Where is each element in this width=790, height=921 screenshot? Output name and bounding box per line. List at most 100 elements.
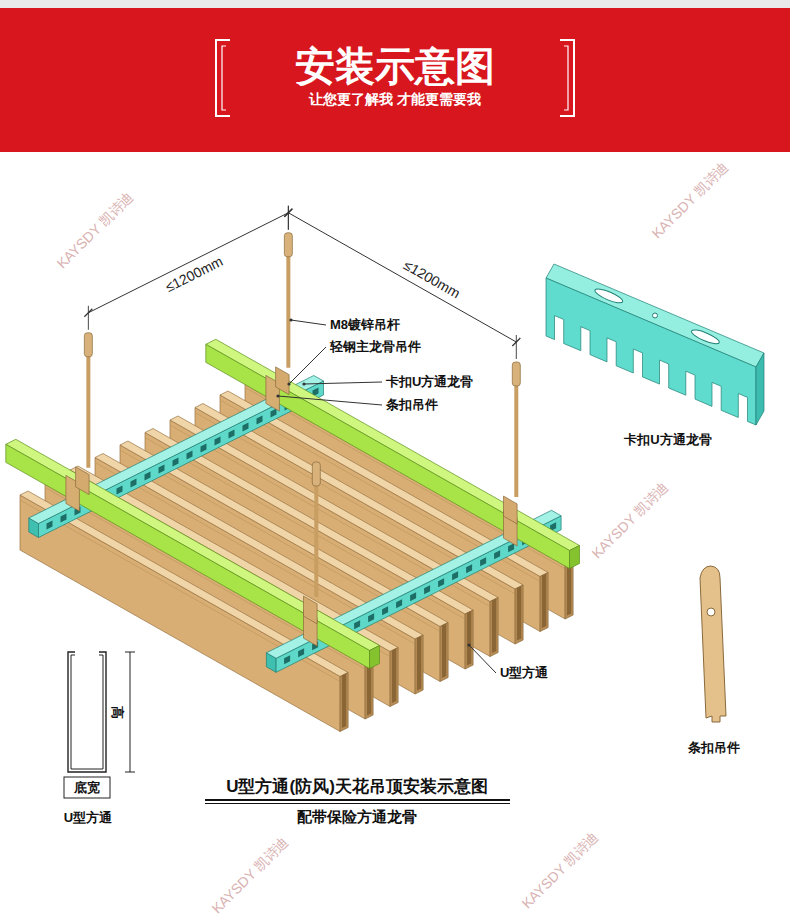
figure-caption: U型方通(防风)天花吊顶安装示意图 — [226, 777, 488, 797]
carrier-detail-face — [546, 278, 756, 425]
leader-dot — [287, 382, 290, 385]
carrier-slot — [201, 444, 207, 453]
main-keel-top — [206, 339, 580, 550]
dimension-tick — [284, 209, 292, 217]
dimension-tick — [84, 309, 92, 317]
u-channel-opening — [517, 586, 521, 641]
leader-dot — [276, 394, 279, 397]
carrier-slot — [396, 599, 402, 608]
extension-line — [88, 306, 89, 330]
u-profile-inner — [71, 655, 103, 769]
extension-line — [288, 206, 289, 230]
leader-dot — [289, 318, 292, 321]
carrier-slot — [508, 543, 514, 552]
u-channel-opening — [342, 673, 346, 728]
u-channel-end — [440, 623, 448, 682]
carrier-slot — [438, 578, 444, 587]
extension-line — [288, 206, 289, 230]
main-keel-face — [206, 344, 570, 568]
watermark: KAYSDY 凯诗迪 — [588, 478, 671, 561]
dimension-label: ≤1200mm — [161, 252, 227, 296]
main-keel-face — [6, 444, 370, 668]
carrier-detail-slot — [690, 327, 721, 346]
main-keel-top — [6, 439, 380, 650]
u-channel-end — [490, 598, 498, 657]
part-label: M8镀锌吊杆 — [330, 318, 400, 333]
carrier-slot — [298, 648, 304, 657]
rod-cap — [84, 333, 92, 357]
dimension-label: 高 — [110, 706, 125, 719]
header-title: 安装示意图 — [295, 43, 495, 89]
part-label: 条扣吊件 — [386, 398, 438, 413]
carrier-slot — [494, 550, 500, 559]
dimension-tick — [125, 772, 135, 773]
ceiling-scene — [6, 233, 580, 732]
u-channel-end — [365, 660, 373, 719]
carrier-slot — [284, 655, 290, 664]
watermark: KAYSDY 凯诗迪 — [208, 833, 291, 916]
u-channel-end — [465, 610, 473, 669]
keel-hanger — [276, 367, 290, 395]
threaded-rod — [314, 482, 318, 597]
leader-dot — [467, 643, 470, 646]
rod-cap — [312, 462, 320, 486]
header-bracket — [216, 40, 230, 116]
keel-hanger — [304, 596, 318, 624]
carrier-slot — [243, 423, 249, 432]
carrier-slot — [159, 465, 165, 474]
main-keel-end — [370, 646, 380, 669]
carrier-top — [266, 510, 561, 658]
dimension-line — [288, 213, 516, 342]
carrier-slot — [271, 409, 277, 418]
threaded-rod — [514, 382, 518, 497]
part-label: 条扣吊件 — [688, 741, 740, 756]
u-channel-opening — [492, 598, 496, 653]
carrier-detail-end — [756, 353, 764, 425]
u-channel-end — [515, 585, 523, 644]
part-label: 卡扣U方通龙骨 — [386, 375, 473, 390]
main-keel-end — [570, 546, 580, 569]
header-subtitle: 让您更了解我 才能更需要我 — [309, 91, 481, 107]
width-frame — [64, 777, 110, 798]
header-bracket — [560, 40, 574, 116]
carrier-slot — [145, 472, 151, 481]
u-channel-opening — [367, 661, 371, 716]
threaded-rod — [286, 253, 290, 368]
watermark: KAYSDY 凯诗迪 — [518, 828, 601, 911]
header-bracket — [222, 46, 226, 110]
u-channel-end — [540, 573, 548, 632]
caption-underline — [205, 799, 510, 801]
dimension-label: 底宽 — [74, 781, 100, 796]
carrier-slot — [47, 521, 53, 530]
carrier-detail — [546, 264, 764, 425]
u-channel-opening — [542, 573, 546, 628]
carrier-slot — [173, 458, 179, 467]
extension-line — [516, 335, 517, 359]
carrier-slot — [354, 620, 360, 629]
u-channel-end — [415, 635, 423, 694]
carrier-slot — [424, 585, 430, 594]
header-band — [0, 8, 790, 152]
carrier-slot — [61, 514, 67, 523]
u-channel-opening — [467, 611, 471, 666]
part-label: 轻钢主龙骨吊件 — [330, 340, 421, 355]
height-dimension-line — [130, 652, 131, 772]
carrier-slot — [368, 613, 374, 622]
header-bracket — [564, 46, 568, 110]
carrier-slot — [257, 416, 263, 425]
dimension-label: ≤1200mm — [399, 256, 464, 303]
threaded-rod — [86, 353, 90, 468]
carrier-detail-slot — [593, 286, 624, 305]
u-channel-opening — [442, 623, 446, 678]
dimension-tick — [512, 338, 520, 346]
dimension-tick — [125, 652, 135, 653]
leader-line — [291, 320, 326, 325]
rod-cap — [512, 362, 520, 386]
u-channel-end — [565, 560, 573, 619]
rod-cap — [284, 233, 292, 257]
carrier-detail-hole — [653, 313, 658, 318]
part-label: U型方通 — [64, 811, 112, 826]
keel-hanger — [504, 496, 518, 524]
